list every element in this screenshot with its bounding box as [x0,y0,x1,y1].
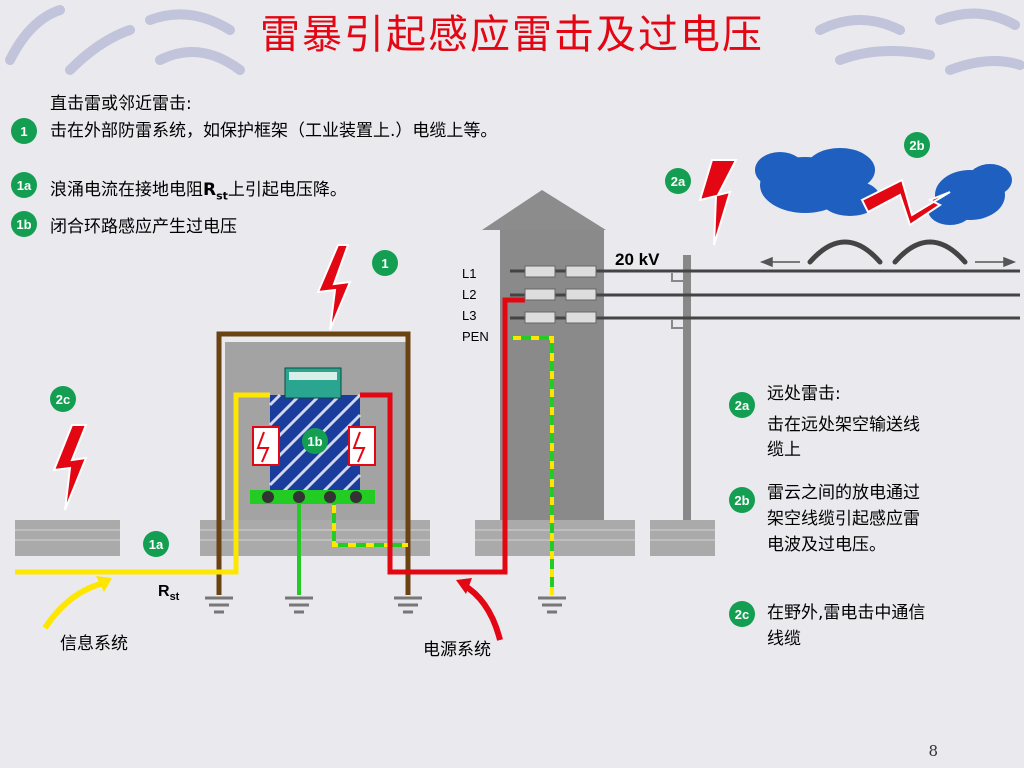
badge-1: 1 [11,118,37,144]
note-1a-sub: st [216,189,228,203]
spd-left [252,426,280,466]
note-2b-line3: 电波及过电压。 [767,535,886,555]
power-cable [360,297,525,575]
spd-right [348,426,376,466]
lightning-bolts [52,159,951,511]
rst-r: R [158,583,170,600]
induced-waves [807,239,968,265]
note-2a-heading: 远处雷击: [767,384,841,404]
note-2a-line2: 击在远处架空输送线 [767,415,920,435]
rst-sub: st [169,591,180,604]
note-1b-text: 闭合环路感应产生过电压 [50,217,237,237]
lightning-bolt-2b [860,178,951,227]
lightning-bolt-1 [316,244,352,331]
note-1a-prefix: 浪涌电流在接地电阻 [50,180,203,200]
note-2b-line2: 架空线缆引起感应雷 [767,509,920,529]
badge-diagram-2c: 2c [50,386,76,412]
rst-label: Rst [158,583,179,603]
badge-diagram-2a: 2a [665,168,691,194]
power-system-label: 电源系统 [423,640,491,660]
badge-2c: 2c [729,601,755,627]
page-title: 雷暴引起感应雷击及过电压 [260,12,764,58]
note-1-text: 击在外部防雷系统，如保护框架（工业装置上.）电缆上等。 [50,121,498,141]
badge-diagram-1: 1 [372,250,398,276]
ground-symbols [205,596,566,614]
badge-2a: 2a [729,392,755,418]
arrow-info [42,579,109,630]
note-1a-r: R [203,180,217,200]
tower-roof [482,190,606,230]
line-label-l2: L2 [462,287,477,302]
info-system-label: 信息系统 [60,634,128,654]
badge-2b: 2b [729,487,755,513]
page-number: 8 [928,742,938,760]
badge-1a: 1a [11,172,37,198]
protective-frame [216,331,411,520]
ground-strip [15,520,715,556]
lightning-bolt-2a [698,159,738,246]
lightning-bolt-2c [52,424,88,511]
badge-diagram-2b: 2b [904,132,930,158]
line-label-pen: PEN [462,329,489,344]
arrow-power [460,581,503,641]
equipotential-bar [250,490,375,504]
note-1-heading: 直击雷或邻近雷击: [50,94,192,114]
note-2a-line3: 缆上 [767,440,801,460]
note-2c-line1: 在野外,雷电击中通信 [767,603,926,623]
thunder-clouds [755,148,1012,225]
info-cable [15,392,270,575]
note-2b-line1: 雷云之间的放电通过 [767,483,920,503]
note-2c-line2: 线缆 [767,629,801,649]
line-pole [683,255,691,520]
line-label-l1: L1 [462,266,477,281]
line-label-l3: L3 [462,308,477,323]
badge-diagram-1a: 1a [143,531,169,557]
note-1a-suffix: 上引起电压降。 [227,180,347,200]
note-1a-text: 浪涌电流在接地电阻Rst上引起电压降。 [50,178,347,208]
voltage-label: 20 kV [615,250,660,269]
badge-1b: 1b [11,211,37,237]
header-background [5,5,1024,75]
badge-diagram-1b: 1b [302,428,328,454]
